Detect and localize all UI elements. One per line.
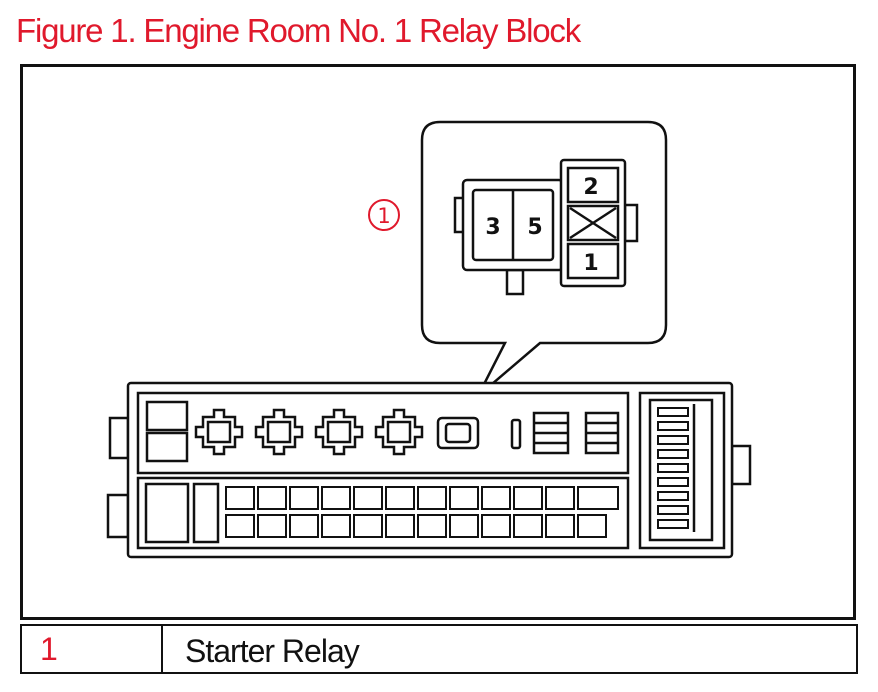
legend-item-label: Starter Relay: [185, 633, 360, 669]
callout-marker: 1: [368, 199, 400, 231]
callout-marker-number: 1: [377, 204, 390, 228]
terminal-2-label: 2: [583, 175, 598, 200]
fuse-rows: [225, 486, 619, 538]
legend-table: 1 Starter Relay: [20, 624, 858, 674]
relay-connector: [453, 158, 639, 296]
terminal-labels: 3 5 2 1: [485, 175, 598, 276]
relay-sockets: [194, 408, 620, 456]
legend-item-number: 1: [22, 626, 163, 672]
terminal-3-label: 3: [485, 215, 500, 240]
terminal-5-label: 5: [527, 215, 542, 240]
figure-title: Figure 1. Engine Room No. 1 Relay Block: [16, 12, 581, 49]
terminal-1-label: 1: [583, 251, 598, 276]
side-connector-slots: [657, 404, 696, 532]
